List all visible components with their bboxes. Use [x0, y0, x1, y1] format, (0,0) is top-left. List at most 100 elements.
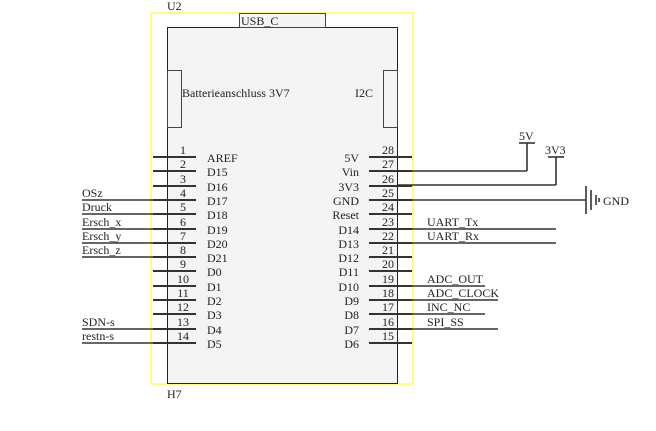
pin-number: 18: [382, 286, 394, 300]
net-label: SPI_SS: [427, 315, 464, 329]
pin-name: D15: [207, 165, 228, 179]
power-5v-label: 5V: [519, 129, 534, 143]
pin-name: D12: [338, 251, 359, 265]
net-label: restn-s: [82, 329, 114, 343]
power-3v3-symbol[interactable]: 3V3: [398, 143, 566, 186]
left-pin-group: 1AREF2D153D164D17OSz5D18Druck6D19Ersch_x…: [82, 143, 238, 351]
pin-name: D4: [207, 323, 222, 337]
pin-number: 1: [180, 143, 186, 157]
pin-name: GND: [333, 194, 359, 208]
pin-number: 9: [180, 257, 186, 271]
net-label: Ersch_z: [82, 243, 121, 257]
pin-number: 21: [382, 243, 394, 257]
pin-number: 2: [180, 157, 186, 171]
pin-number: 19: [382, 272, 394, 286]
pin-name: D5: [207, 337, 222, 351]
pin-26[interactable]: 26 3V3: [338, 172, 412, 194]
pin-number: 23: [382, 215, 394, 229]
net-label: Ersch_y: [82, 229, 121, 243]
pin-number: 22: [382, 229, 394, 243]
pin-name: D16: [207, 180, 228, 194]
power-5v-symbol[interactable]: 5V: [398, 129, 535, 172]
pin-number: 24: [382, 200, 394, 214]
pin-name: D6: [344, 337, 359, 351]
pin-number: 14: [177, 329, 189, 343]
pin-number: 7: [180, 229, 186, 243]
pin-name: D11: [339, 265, 359, 279]
pin-number: 10: [177, 272, 189, 286]
pin-name: Reset: [332, 208, 359, 222]
net-label: ADC_OUT: [427, 272, 484, 286]
pin-name: D1: [207, 280, 222, 294]
pin-name: 3V3: [338, 180, 359, 194]
net-label: INC_NC: [427, 300, 470, 314]
net-label: Druck: [82, 200, 112, 214]
power-3v3-label: 3V3: [545, 143, 566, 157]
net-label: OSz: [82, 186, 103, 200]
pin-name: D18: [207, 208, 228, 222]
net-label: Ersch_x: [82, 215, 121, 229]
component-value: H7: [167, 387, 182, 401]
pin-name: AREF: [207, 151, 238, 165]
pin-number: 6: [180, 215, 186, 229]
i2c-connector: [383, 70, 398, 128]
pin-number: 28: [382, 143, 394, 157]
pin-number: 5: [180, 200, 186, 214]
net-label: UART_Tx: [427, 215, 478, 229]
net-label: UART_Rx: [427, 229, 479, 243]
pin-name: D19: [207, 223, 228, 237]
pin-name: D20: [207, 237, 228, 251]
pin-name: Vin: [342, 165, 359, 179]
pin-9[interactable]: 9D0: [153, 257, 222, 279]
pin-number: 27: [382, 157, 394, 171]
component-body[interactable]: [167, 27, 398, 384]
ground-symbol[interactable]: GND: [398, 186, 629, 214]
pin-name: D21: [207, 251, 228, 265]
pin-number: 8: [180, 243, 186, 257]
pin-number: 17: [382, 300, 394, 314]
pin-number: 25: [382, 186, 394, 200]
pin-name: D17: [207, 194, 228, 208]
pin-name: D9: [344, 294, 359, 308]
pin-number: 16: [382, 315, 394, 329]
pin-name: D8: [344, 308, 359, 322]
pin-number: 4: [180, 186, 186, 200]
pin-number: 26: [382, 172, 394, 186]
i2c-connector-label: I2C: [355, 86, 373, 100]
pin-name: D10: [338, 280, 359, 294]
usb-connector: [239, 13, 326, 28]
pin-number: 13: [177, 315, 189, 329]
pin-name: D13: [338, 237, 359, 251]
pin-name: D2: [207, 294, 222, 308]
pin-name: D0: [207, 265, 222, 279]
component-reference: U2: [167, 0, 182, 13]
battery-connector-label: Batterieanschluss 3V7: [182, 86, 290, 100]
